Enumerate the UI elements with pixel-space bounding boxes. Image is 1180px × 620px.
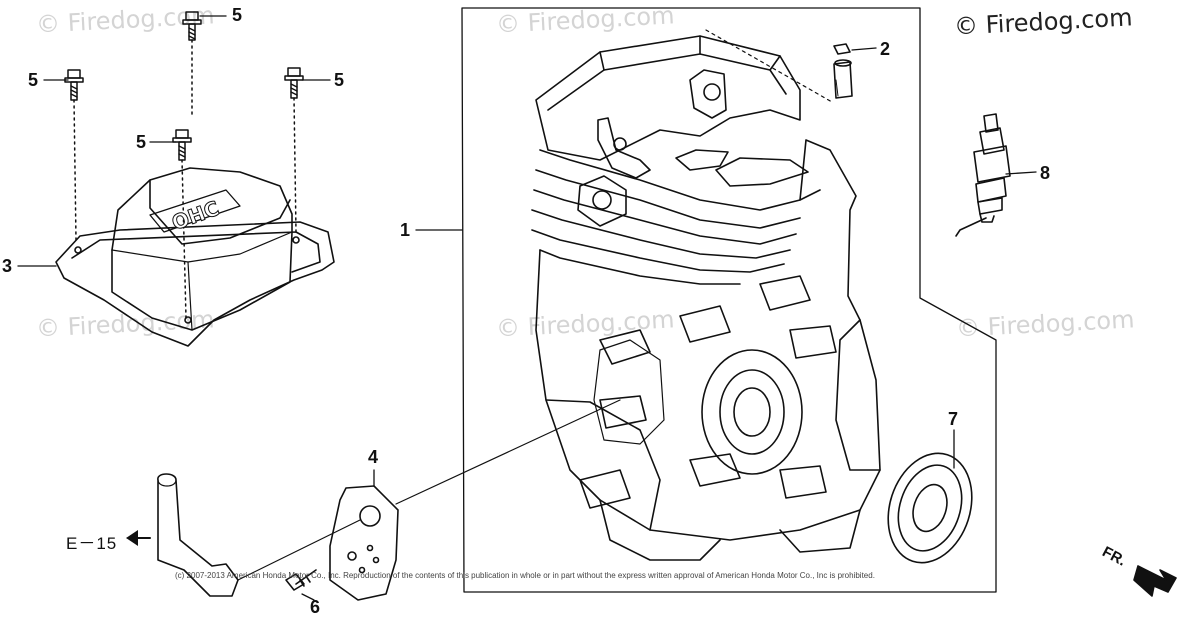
spark-plug-drawing: [955, 113, 1037, 237]
bolt-5-right: [284, 67, 304, 233]
callout-3: 3: [2, 256, 13, 276]
reference-label: E－15: [66, 534, 118, 553]
callout-6: 6: [310, 597, 321, 617]
group-bracket: [461, 7, 997, 593]
bolt-5-center: [172, 129, 192, 319]
callout-2: 2: [880, 39, 891, 59]
callout-5-center: 5: [136, 132, 147, 152]
gasket-plate-drawing: [329, 399, 621, 601]
bolt-5-top: [182, 11, 202, 119]
valve-cover-drawing: [55, 167, 335, 347]
callout-5-top: 5: [232, 5, 243, 25]
oil-seal-drawing: [887, 429, 973, 564]
callout-8: 8: [1040, 163, 1051, 183]
bolt-5-left: [64, 69, 84, 241]
callout-5-right: 5: [334, 70, 345, 90]
reference-arrow: [126, 530, 138, 546]
breather-tube-drawing: [157, 473, 361, 597]
copyright-notice: (c) 2007-2013 American Honda Motor Co., …: [175, 571, 875, 580]
callout-5-left: 5: [28, 70, 39, 90]
callout-4: 4: [368, 447, 379, 467]
callout-1: 1: [400, 220, 411, 240]
small-bolt-drawing: [285, 569, 317, 601]
dowel-pin-drawing: [705, 29, 877, 103]
callout-7: 7: [948, 409, 959, 429]
engine-block-drawing: [531, 35, 881, 561]
front-arrow-icon: [1133, 565, 1177, 597]
